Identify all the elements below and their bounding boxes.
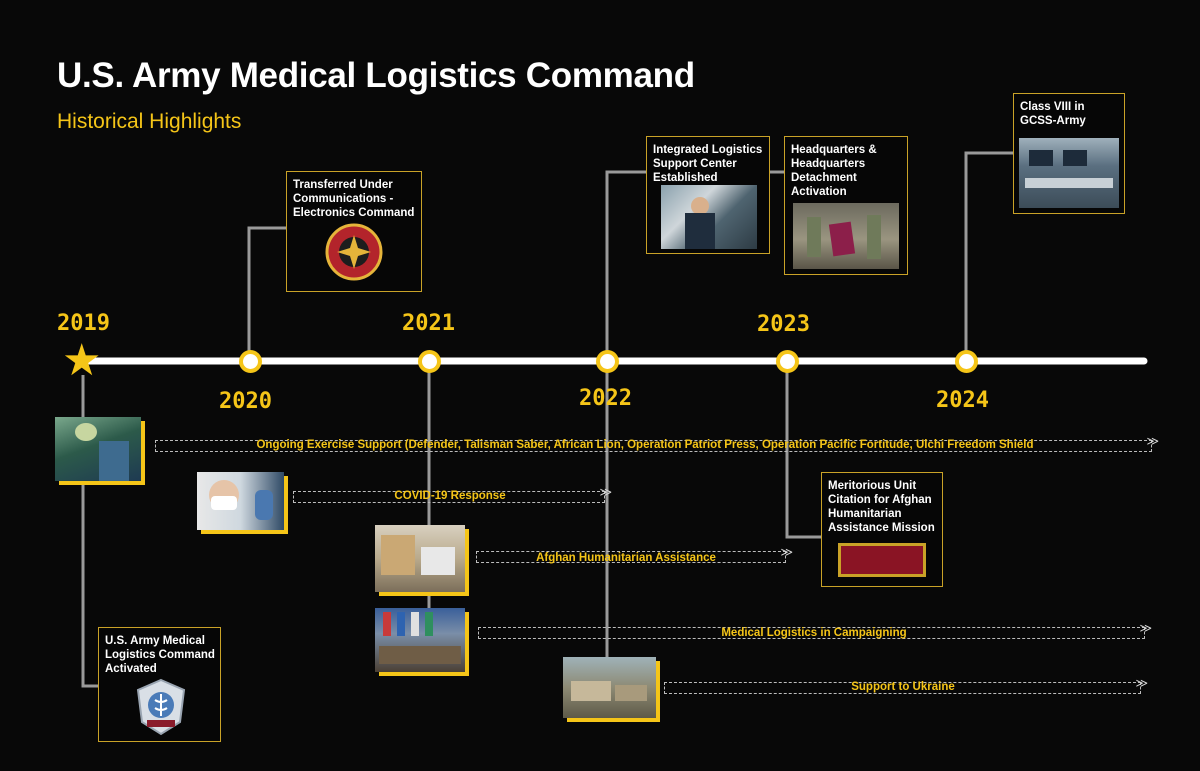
- ongoing-label-afghan: Afghan Humanitarian Assistance: [536, 552, 716, 564]
- afghan-assistance-photo: [375, 525, 465, 592]
- connector-2024: [964, 151, 1013, 352]
- gcss-army-photo: [1019, 138, 1119, 208]
- year-label-2022: 2022: [579, 386, 632, 411]
- year-label-2024: 2024: [936, 388, 989, 413]
- year-label-2021: 2021: [402, 311, 455, 336]
- timeline-node-2022: [596, 350, 619, 373]
- page-title: U.S. Army Medical Logistics Command: [57, 56, 695, 95]
- star-icon: ★: [62, 335, 102, 386]
- hhd-activation-photo: [793, 203, 899, 269]
- connector-2022: [605, 170, 646, 352]
- campaigning-photo: [375, 608, 465, 672]
- milestone-label: Meritorious Unit Citation for Afghan Hum…: [828, 480, 935, 534]
- milestone-amlc-activated: U.S. Army Medical Logistics Command Acti…: [98, 627, 221, 742]
- milestone-ilsc-established: Integrated Logistics Support Center Esta…: [646, 136, 770, 254]
- year-label-2020: 2020: [219, 389, 272, 414]
- connector-2020: [247, 226, 286, 352]
- arrow-right-icon: ≫: [599, 485, 612, 499]
- ongoing-label-campaigning: Medical Logistics in Campaigning: [721, 627, 907, 639]
- timeline-node-2020: [239, 350, 262, 373]
- ilsc-photo: [661, 185, 757, 249]
- year-label-2023: 2023: [757, 312, 810, 337]
- arrow-right-icon: ≫: [1135, 676, 1148, 690]
- ongoing-bar-ukraine: ≫: [664, 677, 1148, 694]
- arrow-right-icon: ≫: [1146, 434, 1159, 448]
- cecom-patch-icon: [325, 223, 383, 281]
- milestone-label: Headquarters & Headquarters Detachment A…: [791, 144, 877, 198]
- ongoing-bar-exercise-support: ≫: [155, 435, 1159, 452]
- ongoing-bar-covid: ≫: [293, 486, 612, 503]
- ongoing-label-ukraine: Support to Ukraine: [851, 681, 955, 693]
- arrow-right-icon: ≫: [1139, 621, 1152, 635]
- connector-2023: [785, 370, 821, 539]
- timeline-node-2024: [955, 350, 978, 373]
- milestone-hhd-activation: Headquarters & Headquarters Detachment A…: [784, 136, 908, 275]
- year-label-2019: 2019: [57, 311, 110, 336]
- page-subtitle: Historical Highlights: [57, 110, 242, 133]
- milestone-label: U.S. Army Medical Logistics Command Acti…: [105, 635, 215, 675]
- milestone-label: Transferred Under Communications - Elect…: [293, 179, 415, 219]
- ongoing-label-covid: COVID-19 Response: [394, 490, 506, 502]
- meritorious-unit-ribbon-icon: [838, 543, 926, 577]
- milestone-meritorious-citation: Meritorious Unit Citation for Afghan Hum…: [821, 472, 943, 587]
- ongoing-bar-afghan: ≫: [476, 546, 793, 563]
- timeline-node-2021: [418, 350, 441, 373]
- ongoing-bar-campaigning: ≫: [478, 622, 1152, 639]
- ongoing-label-exercise-support: Ongoing Exercise Support (Defender, Tali…: [256, 439, 1034, 451]
- milestone-label: Class VIII in GCSS-Army: [1020, 101, 1086, 127]
- milestone-label: Integrated Logistics Support Center Esta…: [653, 144, 763, 184]
- covid-response-photo: [197, 472, 284, 530]
- exercise-support-photo: [55, 417, 141, 481]
- ukraine-support-photo: [563, 657, 656, 718]
- milestone-gcss-army: Class VIII in GCSS-Army: [1013, 93, 1125, 214]
- arrow-right-icon: ≫: [780, 545, 793, 559]
- milestone-cecom-transfer: Transferred Under Communications - Elect…: [286, 171, 422, 292]
- amlc-insignia-icon: [136, 678, 186, 736]
- timeline-node-2023: [776, 350, 799, 373]
